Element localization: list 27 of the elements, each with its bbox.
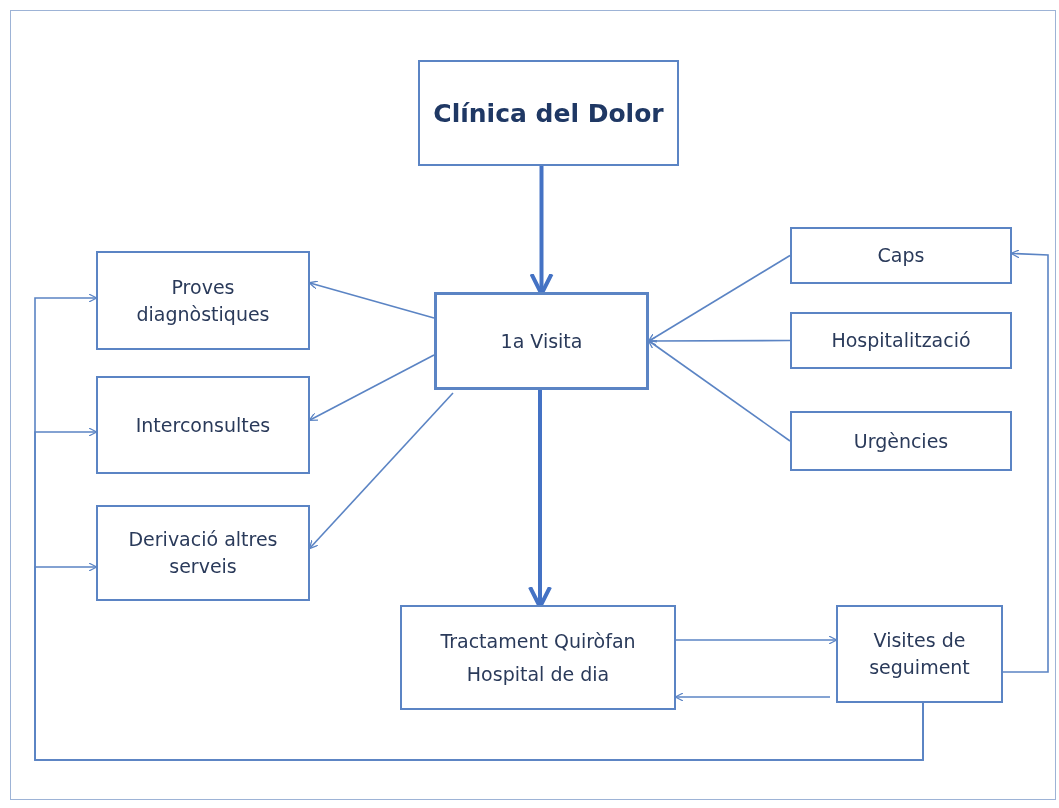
box-label: Derivació altres serveis: [127, 527, 279, 579]
process-box: [434, 292, 649, 390]
box-label: Tractament Quiròfan: [440, 628, 636, 654]
process-box: [96, 251, 310, 350]
box-label: Hospital de dia: [466, 661, 610, 687]
arrow: [34, 562, 924, 761]
process-box: [400, 605, 676, 710]
process-box: [790, 312, 1012, 369]
box-label: Interconsultes: [135, 412, 271, 438]
box-label: Caps: [877, 243, 925, 269]
box-label: 1a Visita: [500, 328, 583, 354]
arrow: [1002, 249, 1049, 673]
box-label: Urgències: [853, 428, 949, 454]
process-box: [418, 60, 679, 166]
process-box: [790, 411, 1012, 471]
box-label: Hospitalització: [831, 328, 971, 354]
arrow: [647, 254, 791, 343]
arrow: [647, 336, 791, 346]
process-box: [96, 505, 310, 601]
box-label: Visites de seguiment: [868, 628, 971, 680]
process-box: [96, 376, 310, 474]
arrow: [647, 339, 791, 442]
process-box: [790, 227, 1012, 284]
process-box: [836, 605, 1003, 703]
arrow: [675, 635, 838, 645]
box-label: Clínica del Dolor: [433, 97, 664, 130]
box-label: Proves diagnòstiques: [135, 274, 271, 327]
